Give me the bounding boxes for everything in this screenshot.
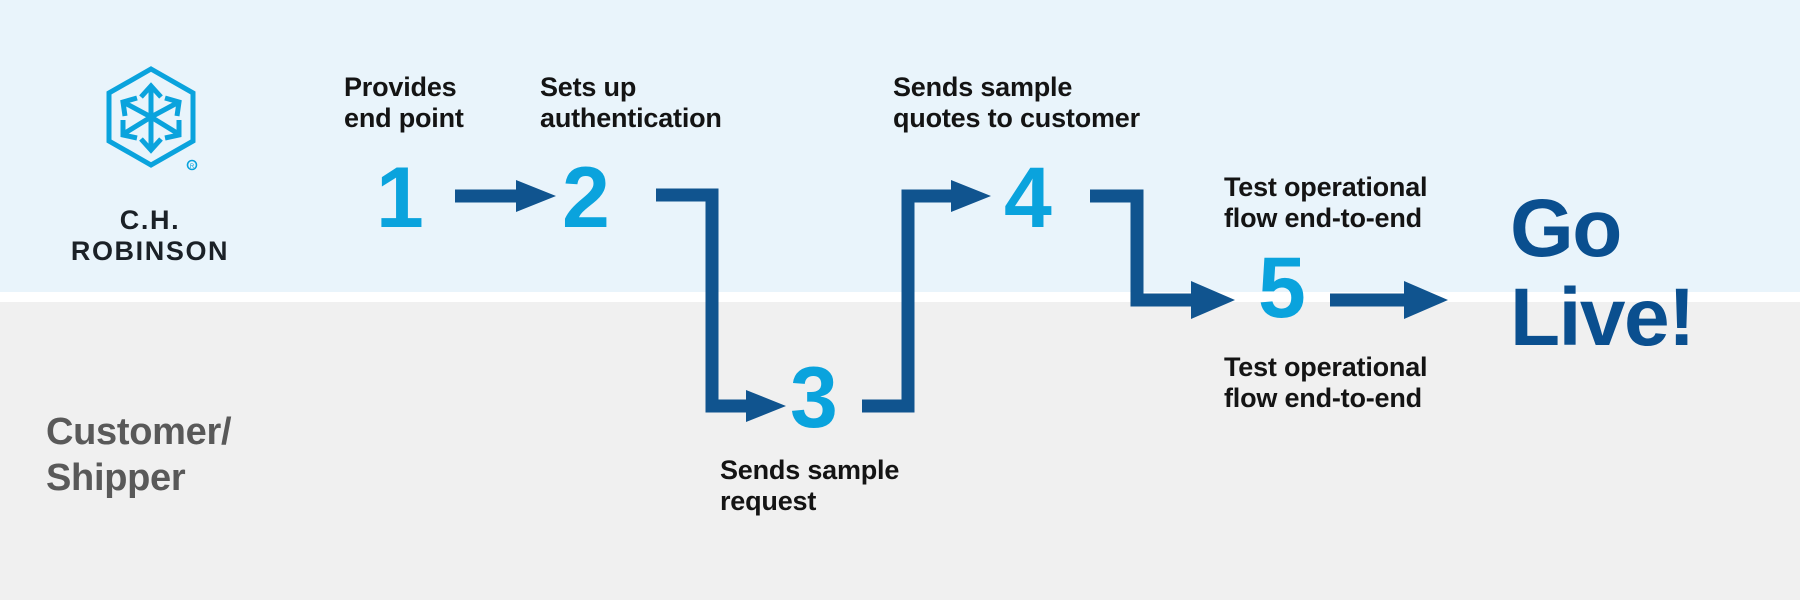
svg-text:R: R	[190, 164, 195, 170]
step-label-1: Provides end point	[344, 72, 464, 134]
step-label-4: Sends sample quotes to customer	[893, 72, 1140, 134]
connector-2-to-3	[656, 188, 750, 413]
step-label-2: Sets up authentication	[540, 72, 722, 134]
lane-band-ch-robinson	[0, 0, 1800, 292]
connector-3-to-4-arrowhead	[951, 180, 991, 212]
connector-4-to-5	[1090, 189, 1195, 307]
connector-4-to-5-arrowhead	[1191, 281, 1235, 319]
lane-band-customer-shipper	[0, 302, 1800, 600]
step-number-2: 2	[562, 150, 610, 246]
step-number-5: 5	[1258, 240, 1306, 336]
step-label-5-below: Test operational flow end-to-end	[1224, 352, 1428, 414]
connector-5-to-outcome	[1330, 281, 1448, 319]
step-number-3: 3	[790, 350, 838, 446]
step-number-4: 4	[1004, 150, 1052, 246]
step-number-1: 1	[376, 150, 424, 246]
step-label-3: Sends sample request	[720, 455, 900, 517]
step-label-5-above: Test operational flow end-to-end	[1224, 172, 1428, 234]
ch-robinson-hexagon-logo-icon: R	[106, 66, 198, 171]
brand-wordmark: C.H. ROBINSON	[70, 205, 230, 266]
outcome-go-live: Go Live!	[1510, 183, 1695, 363]
lane-label-customer-shipper: Customer/ Shipper	[46, 411, 232, 499]
connector-3-to-4	[862, 189, 955, 413]
connector-2-to-3-arrowhead	[746, 390, 786, 422]
connector-1-to-2	[455, 180, 556, 212]
lane-divider	[0, 292, 1800, 302]
